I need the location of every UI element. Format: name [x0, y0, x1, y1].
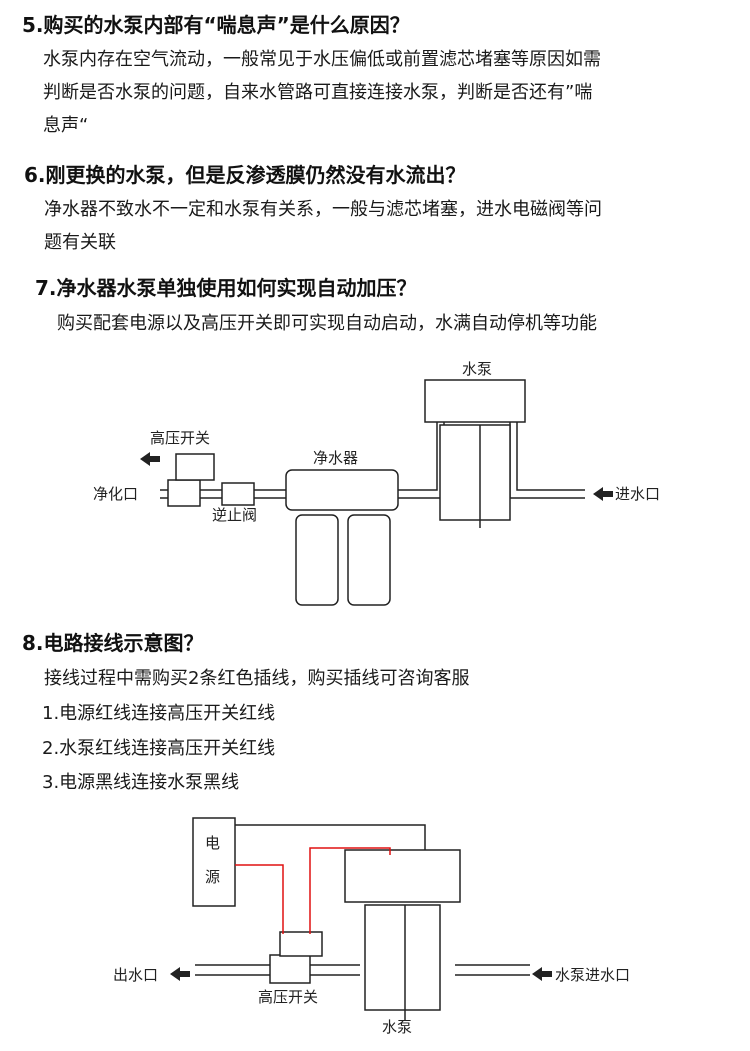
outlet-label: 出水口 [113, 966, 158, 984]
arrow-left-icon [532, 967, 552, 981]
arrow-left-icon [170, 967, 190, 981]
purifier-label: 净水器 [313, 449, 358, 467]
section-5-title: 5.购买的水泵内部有“喘息声”是什么原因？ [22, 13, 410, 37]
check-valve-label: 逆止阀 [212, 506, 257, 524]
red-wires [235, 847, 391, 934]
pump-body [364, 904, 441, 1011]
section-8-line: 3.电源黑线连接水泵黑线 [42, 772, 240, 793]
inlet-label: 水泵进水口 [555, 966, 630, 984]
wiring-diagram: 电 源 出水口 高压开关 水泵 水泵进水口 [113, 817, 630, 1036]
switch-body [167, 479, 201, 507]
pump-head [424, 379, 526, 423]
section-6-line: 题有关联 [44, 232, 116, 253]
inlet-label: 进水口 [615, 485, 660, 503]
section-6-title: 6.刚更换的水泵，但是反渗透膜仍然没有水流出？ [24, 163, 466, 187]
section-7-title: 7.净水器水泵单独使用如何实现自动加压？ [35, 276, 417, 300]
section-6-line: 净水器不致水不一定和水泵有关系，一般与滤芯堵塞，进水电磁阀等问 [44, 199, 602, 220]
section-8-line: 接线过程中需购买2条红色插线，购买插线可咨询客服 [44, 668, 470, 689]
arrow-left-icon [140, 452, 160, 466]
section-5-line: 水泵内存在空气流动，一般常见于水压偏低或前置滤芯堵塞等原因如需 [43, 49, 601, 70]
outlet-label: 净化口 [93, 485, 138, 503]
power-label-2: 源 [205, 868, 220, 886]
section-8-line: 1.电源红线连接高压开关红线 [42, 703, 276, 724]
filter-2 [347, 514, 391, 606]
section-8-line: 2.水泵红线连接高压开关红线 [42, 738, 276, 759]
pump-body [439, 424, 511, 521]
section-8-title: 8.电路接线示意图？ [22, 631, 204, 655]
purifier-head [285, 469, 399, 511]
pump-label: 水泵 [462, 360, 492, 378]
switch-label: 高压开关 [258, 988, 318, 1006]
pump-label: 水泵 [382, 1018, 412, 1036]
section-7-line: 购买配套电源以及高压开关即可实现自动启动，水满自动停机等功能 [57, 313, 597, 334]
switch-label: 高压开关 [150, 429, 210, 447]
power-box [192, 817, 236, 907]
switch-top [175, 453, 215, 481]
switch-body [269, 954, 311, 984]
inlet-pipe [455, 964, 530, 976]
power-label-1: 电 [205, 834, 220, 852]
check-valve [221, 482, 255, 506]
switch-top [279, 931, 323, 957]
filter-1 [295, 514, 339, 606]
arrow-left-icon [593, 487, 613, 501]
pump-head [344, 849, 461, 903]
black-wire [235, 824, 426, 850]
purifier-pump-diagram: 水泵 高压开关 净水器 净化口 逆止阀 进水口 [93, 360, 660, 606]
section-5-line: 息声“ [43, 115, 89, 136]
section-5-line: 判断是否水泵的问题，自来水管路可直接连接水泵，判断是否还有”喘 [43, 82, 593, 103]
